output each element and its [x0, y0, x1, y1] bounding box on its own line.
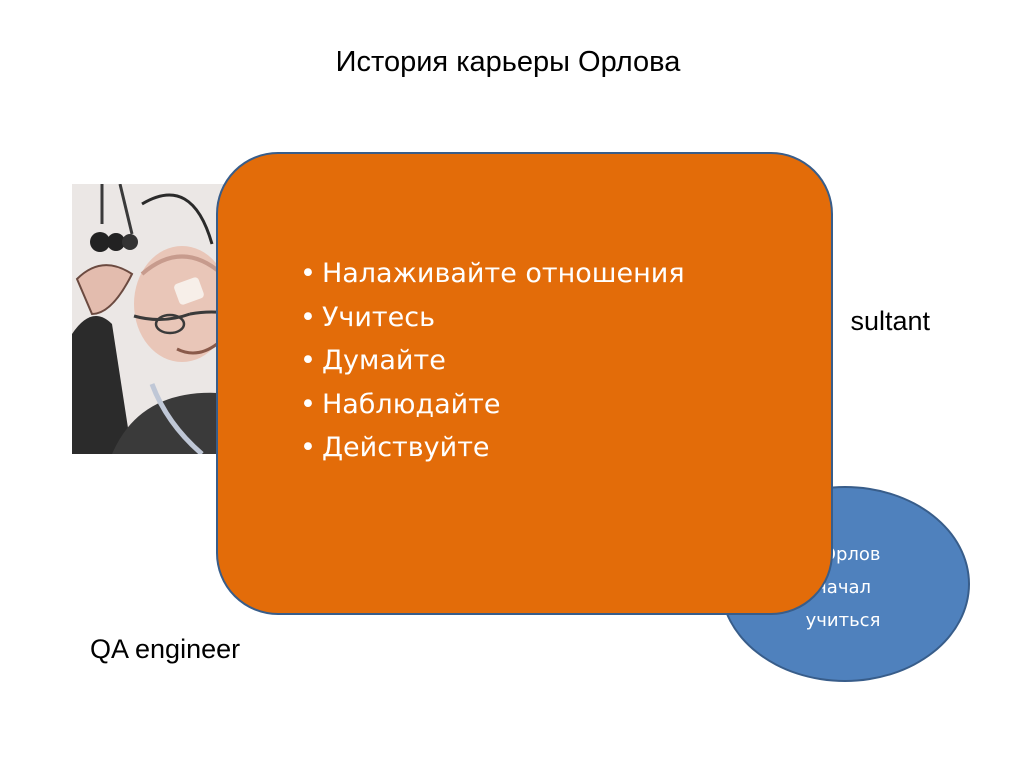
portrait-image [72, 184, 232, 454]
bullet-item: Учитесь [300, 296, 685, 340]
consultant-label: sultant [850, 306, 930, 336]
bullet-item: Налаживайте отношения [300, 252, 685, 296]
portrait-illustration [72, 184, 232, 454]
ellipse-line-2: начал [815, 577, 871, 598]
qa-engineer-label: QA engineer [90, 634, 241, 664]
bullet-item: Наблюдайте [300, 383, 685, 427]
bullet-item: Думайте [300, 339, 685, 383]
slide-title: История карьеры Орлова [335, 46, 681, 78]
bullet-item: Действуйте [300, 426, 685, 470]
ellipse-line-3: учиться [805, 610, 881, 631]
advice-bullet-list: Налаживайте отношения Учитесь Думайте На… [300, 252, 685, 470]
